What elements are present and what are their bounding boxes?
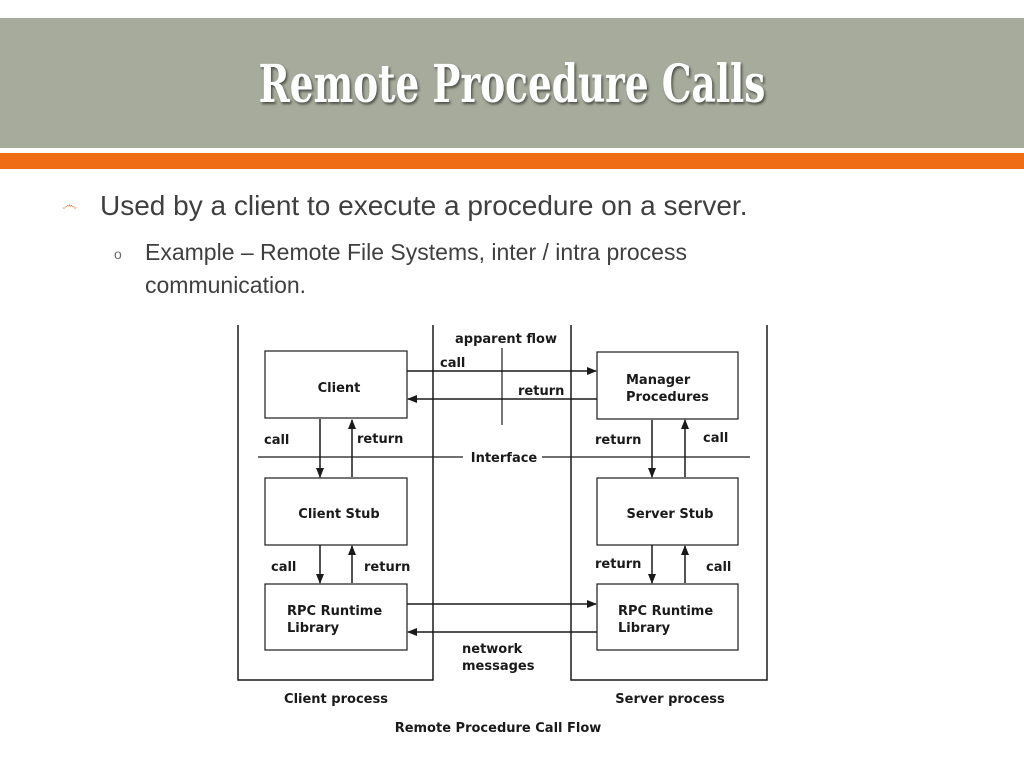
server-runtime-label-1: RPC Runtime: [618, 604, 713, 619]
manager-label-1: Manager: [626, 373, 691, 388]
client-upper-call-label: call: [264, 433, 289, 448]
client-runtime-label-1: RPC Runtime: [287, 604, 382, 619]
server-process-label: Server process: [615, 692, 725, 707]
server-lower-return-label: return: [595, 557, 641, 572]
client-process-label: Client process: [284, 692, 388, 707]
server-upper-call-label: call: [703, 431, 728, 446]
client-stub-box-label: Client Stub: [298, 507, 379, 522]
network-label-1: network: [462, 642, 523, 657]
apparent-flow-label: apparent flow: [455, 332, 557, 347]
client-box-label: Client: [318, 381, 361, 396]
manager-label-2: Procedures: [626, 390, 709, 405]
client-lower-return-label: return: [364, 560, 410, 575]
client-upper-return-label: return: [357, 432, 403, 447]
network-label-2: messages: [462, 659, 535, 674]
server-stub-box-label: Server Stub: [627, 507, 714, 522]
top-return-label: return: [518, 384, 564, 399]
server-runtime-label-2: Library: [618, 621, 671, 636]
client-lower-call-label: call: [271, 560, 296, 575]
interface-label: Interface: [471, 451, 538, 466]
diagram-caption: Remote Procedure Call Flow: [395, 721, 602, 736]
client-runtime-label-2: Library: [287, 621, 340, 636]
server-lower-call-label: call: [706, 560, 731, 575]
top-call-label: call: [440, 356, 465, 371]
server-upper-return-label: return: [595, 433, 641, 448]
